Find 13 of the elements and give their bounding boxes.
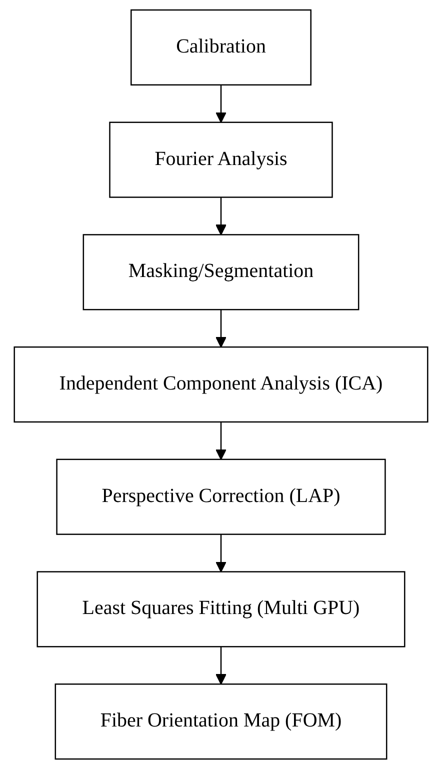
arrow: [216, 84, 226, 123]
arrow: [216, 534, 226, 572]
node-box: Perspective Correction (LAP): [56, 458, 386, 535]
arrow: [216, 646, 226, 685]
arrow: [216, 197, 226, 236]
node-box: Independent Component Analysis (ICA): [14, 346, 428, 423]
arrow: [216, 422, 226, 460]
node-box: Masking/Segmentation: [82, 234, 360, 310]
arrow: [216, 310, 226, 348]
node-box: Fourier Analysis: [109, 122, 333, 198]
node-box: Calibration: [130, 9, 312, 86]
node-box: Least Squares Fitting (Multi GPU): [36, 571, 406, 648]
node-box: Fiber Orientation Map (FOM): [54, 683, 388, 760]
